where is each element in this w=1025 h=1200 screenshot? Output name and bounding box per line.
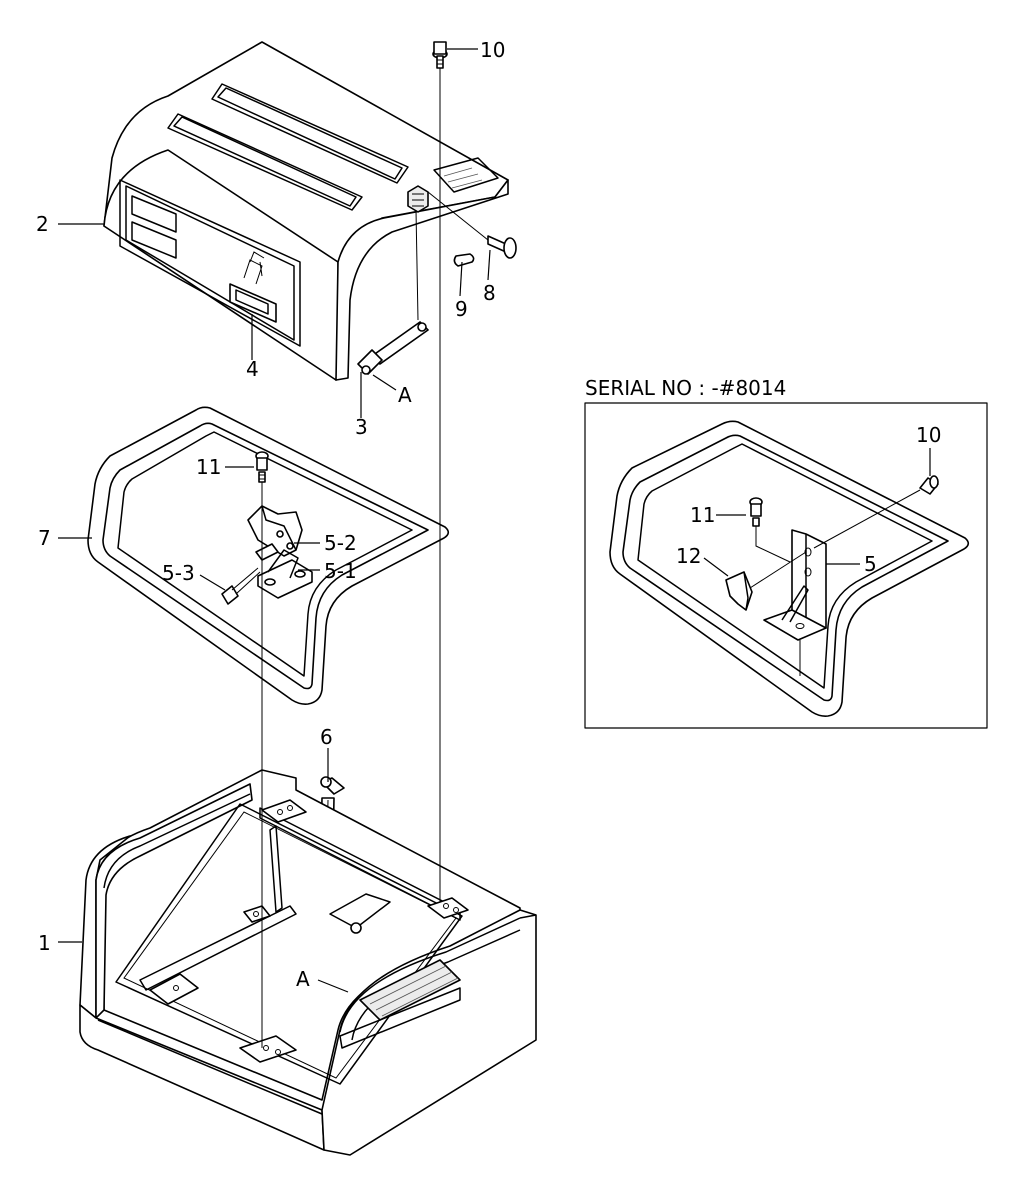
callout-11: 11 bbox=[196, 455, 221, 479]
callout-10: 10 bbox=[480, 38, 505, 62]
callout-7: 7 bbox=[38, 526, 51, 550]
top-cover-part bbox=[103, 41, 509, 381]
inset-callout-5: 5 bbox=[864, 552, 877, 576]
bolt-5-3-part bbox=[221, 567, 261, 605]
callout-1: 1 bbox=[38, 931, 51, 955]
callouts: 10 2 8 9 4 A 3 11 7 5-2 5-1 5-3 6 1 A bbox=[36, 38, 505, 991]
serial-inset: SERIAL NO : -#8014 bbox=[584, 376, 988, 729]
inset-callout-12: 12 bbox=[676, 544, 701, 568]
leader-lines bbox=[58, 48, 491, 993]
callout-4: 4 bbox=[246, 357, 259, 381]
bolt-11-part bbox=[255, 451, 269, 483]
callout-a-bottom: A bbox=[296, 967, 310, 991]
inset-callout-11: 11 bbox=[690, 503, 715, 527]
callout-3: 3 bbox=[355, 415, 368, 439]
pin-part bbox=[487, 235, 517, 259]
callout-8: 8 bbox=[483, 281, 496, 305]
base-box-part bbox=[79, 769, 537, 1156]
inset-box bbox=[584, 402, 988, 729]
bolt-10-part bbox=[432, 41, 448, 69]
inset-title: SERIAL NO : -#8014 bbox=[585, 376, 786, 400]
callout-5-1: 5-1 bbox=[324, 559, 357, 583]
inset-callout-10: 10 bbox=[916, 423, 941, 447]
callout-a-top: A bbox=[398, 383, 412, 407]
split-pin-part bbox=[453, 253, 475, 267]
callout-5-3: 5-3 bbox=[162, 561, 195, 585]
assembly-lines bbox=[261, 68, 489, 1048]
callout-2: 2 bbox=[36, 212, 49, 236]
callout-6: 6 bbox=[320, 725, 333, 749]
callout-5-2: 5-2 bbox=[324, 531, 357, 555]
callout-9: 9 bbox=[455, 297, 468, 321]
